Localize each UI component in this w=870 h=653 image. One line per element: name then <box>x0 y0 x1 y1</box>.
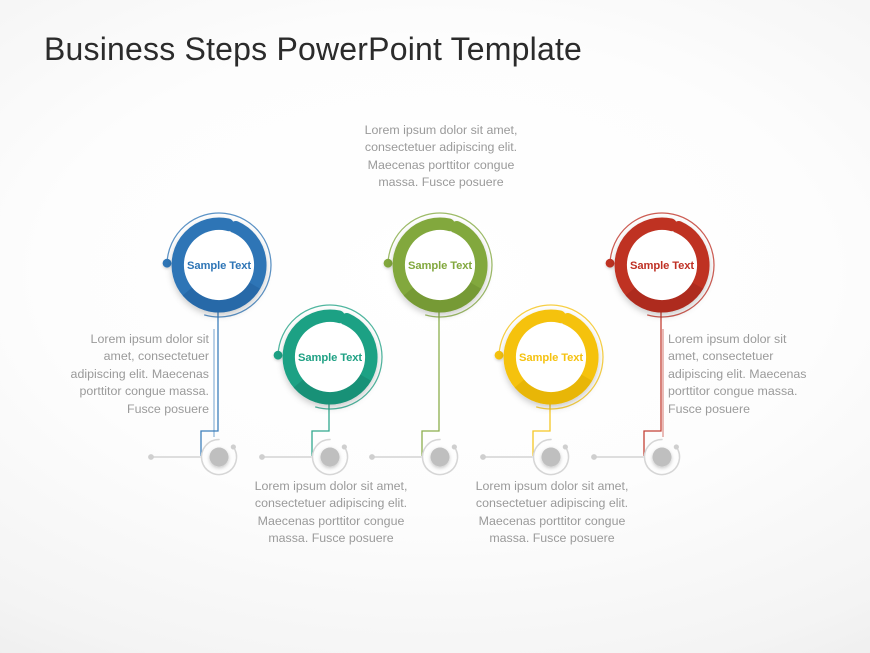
step-4-ring-shade <box>514 373 593 405</box>
node-ring-dot-5 <box>673 444 679 450</box>
step-1-face <box>183 229 255 301</box>
baseline-node-2 <box>259 438 349 476</box>
step-4-connector <box>532 403 551 456</box>
baseline-node-5 <box>591 438 681 476</box>
step-3-outer-arc <box>387 212 493 318</box>
node-ring-4 <box>532 438 570 476</box>
step-4-outer-arc <box>498 304 604 410</box>
step-2-ring <box>282 309 378 405</box>
step-5-outer-arc <box>609 212 715 318</box>
description-left: Lorem ipsum dolor sit amet, consectetuer… <box>70 332 209 416</box>
step-1-connector-line <box>200 311 219 456</box>
node-core-5 <box>652 447 672 467</box>
node-core-4 <box>541 447 561 467</box>
step-4-label: Sample Text <box>519 352 583 364</box>
description-right: Lorem ipsum dolor sit amet, consectetuer… <box>668 332 807 416</box>
node-lead-dot-3 <box>369 454 375 460</box>
node-core-2 <box>320 447 340 467</box>
step-5[interactable]: Sample Text <box>605 212 715 318</box>
step-2-face <box>294 321 366 393</box>
step-3-arc-dot <box>383 258 393 268</box>
step-1-outer-arc <box>166 212 272 318</box>
step-2-ring-shade <box>293 373 372 405</box>
description-top: Lorem ipsum dolor sit amet, consectetuer… <box>364 123 518 190</box>
node-ring-dot-3 <box>451 444 457 450</box>
step-1[interactable]: Sample Text <box>162 212 272 318</box>
step-2-connector <box>311 403 330 456</box>
node-ring-dot-2 <box>341 444 347 450</box>
step-4[interactable]: Sample Text <box>494 304 604 410</box>
node-ring-3 <box>421 438 459 476</box>
step-3-label: Sample Text <box>408 260 472 272</box>
step-3-ring-shade <box>403 281 482 313</box>
step-1-connector <box>200 311 219 456</box>
step-3-face <box>404 229 476 301</box>
node-lead-dot-2 <box>259 454 265 460</box>
step-5-connector <box>643 311 662 456</box>
baseline-node-4 <box>480 438 570 476</box>
node-ring-2 <box>311 438 349 476</box>
baseline-node-1 <box>148 438 238 476</box>
step-5-connector-line <box>643 311 662 456</box>
step-1-ring <box>171 217 267 313</box>
step-3-connector <box>421 311 440 456</box>
node-lead-dot-4 <box>480 454 486 460</box>
step-5-arc-dot <box>605 258 615 268</box>
node-ring-dot-4 <box>562 444 568 450</box>
description-bottom-1: Lorem ipsum dolor sit amet, consectetuer… <box>254 479 408 546</box>
step-4-arc-dot <box>494 350 504 360</box>
step-5-ring <box>614 217 710 313</box>
node-core-3 <box>430 447 450 467</box>
step-1-label: Sample Text <box>187 260 251 272</box>
step-5-label: Sample Text <box>630 260 694 272</box>
step-2-arc-dot <box>273 350 283 360</box>
step-4-face <box>515 321 587 393</box>
node-core-1 <box>209 447 229 467</box>
step-4-connector-line <box>532 403 551 456</box>
node-ring-1 <box>200 438 238 476</box>
node-ring-5 <box>643 438 681 476</box>
step-1-ring-shade <box>182 281 261 313</box>
node-ring-dot-1 <box>230 444 236 450</box>
step-5-ring-shade <box>625 281 704 313</box>
baseline-node-3 <box>369 438 459 476</box>
step-1-arc-dot <box>162 258 172 268</box>
step-4-ring <box>503 309 599 405</box>
step-5-face <box>626 229 698 301</box>
step-2-connector-line <box>311 403 330 456</box>
step-2[interactable]: Sample Text <box>273 304 383 410</box>
step-2-outer-arc <box>277 304 383 410</box>
node-lead-dot-1 <box>148 454 154 460</box>
step-3-ring <box>392 217 488 313</box>
node-lead-dot-5 <box>591 454 597 460</box>
step-3-connector-line <box>421 311 440 456</box>
step-3[interactable]: Sample Text <box>383 212 493 318</box>
step-2-label: Sample Text <box>298 352 362 364</box>
description-bottom-2: Lorem ipsum dolor sit amet, consectetuer… <box>475 479 629 546</box>
page-title: Business Steps PowerPoint Template <box>44 31 583 67</box>
